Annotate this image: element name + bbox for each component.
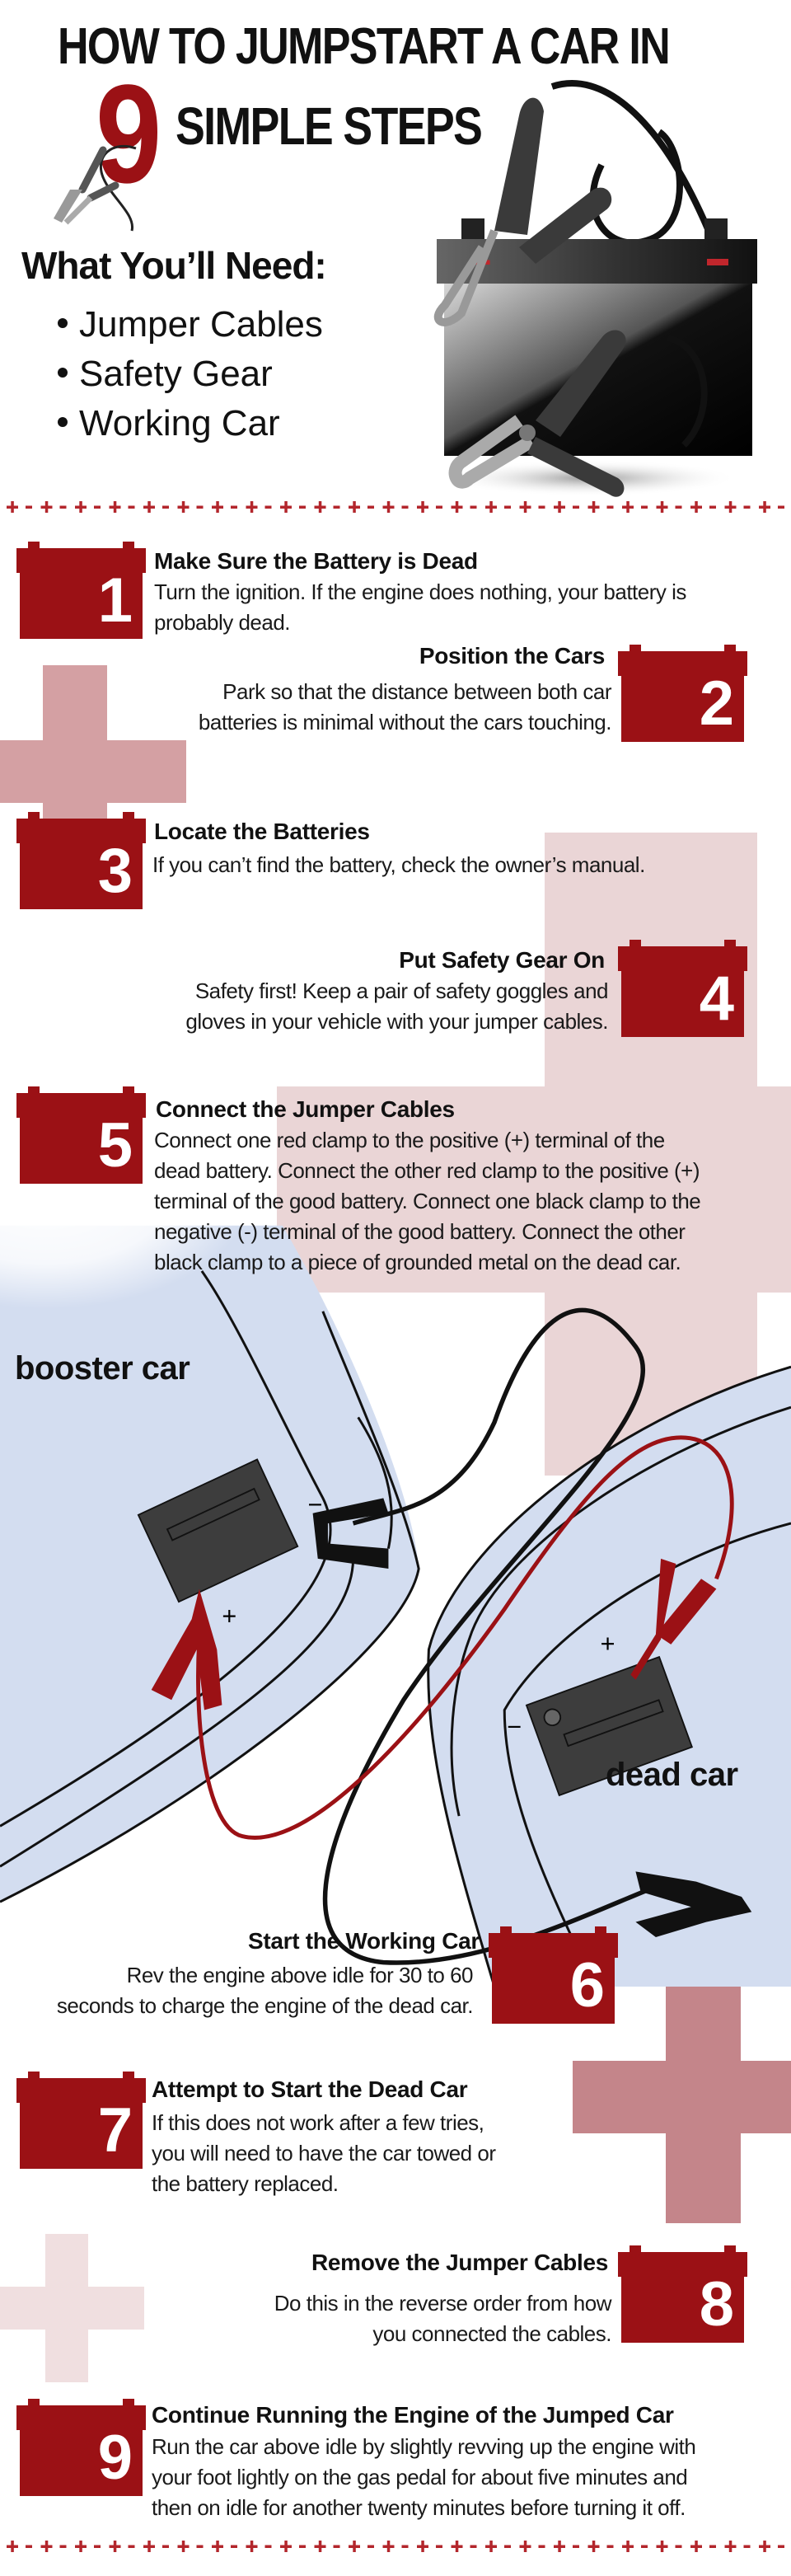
need-item-label: Safety Gear — [79, 354, 273, 394]
step-5-battery-badge: 5 — [16, 1086, 146, 1184]
need-item: Safety Gear — [58, 351, 273, 397]
step-7-battery-badge: 7 — [16, 2072, 146, 2169]
step-3-battery-badge: 3 — [16, 812, 146, 909]
title-line-1: HOW TO JUMPSTART A CAR IN — [58, 18, 671, 75]
step-3-title: Locate the Batteries — [154, 819, 370, 844]
step-9-description: Run the car above idle by slightly revvi… — [152, 2434, 696, 2520]
step-2-description: Park so that the distance between both c… — [198, 679, 612, 734]
step-1-title: Make Sure the Battery is Dead — [154, 548, 478, 574]
cross-decoration-medium-bar — [0, 740, 186, 803]
step-5-description: Connect one red clamp to the positive (+… — [154, 1128, 701, 1274]
bullet-icon — [58, 417, 68, 428]
black-cable — [322, 1307, 657, 1965]
booster-plus-sign: + — [222, 1602, 236, 1630]
jumpstart-diagram: − + + − — [0, 1195, 791, 1987]
step-6-title: Start the Working Car — [247, 1928, 480, 1954]
bullet-icon — [58, 368, 68, 378]
cross-decoration-dark-bar — [573, 2061, 791, 2133]
dead-ground-clamp — [635, 1871, 752, 1937]
step-number: 6 — [569, 1950, 605, 2020]
step-4-title: Put Safety Gear On — [399, 947, 605, 973]
step-5-title: Connect the Jumper Cables — [156, 1096, 455, 1122]
step-number: 4 — [699, 964, 734, 1034]
booster-minus-sign: − — [307, 1491, 322, 1519]
cross-decoration-pale-bar — [0, 2287, 144, 2330]
need-item-label: Working Car — [79, 403, 280, 443]
step-number: 8 — [699, 2269, 734, 2339]
step-number: 7 — [97, 2095, 133, 2165]
step-9-battery-badge: 9 — [16, 2399, 146, 2496]
booster-battery — [137, 1458, 299, 1603]
step-8-title: Remove the Jumper Cables — [311, 2250, 608, 2275]
battery-with-cables-illustration: + — [433, 80, 757, 497]
small-clamp-illustration — [54, 144, 137, 232]
title-number: 9 — [96, 56, 162, 213]
need-item: Working Car — [58, 401, 280, 447]
step-4-battery-badge: 4 — [618, 940, 747, 1037]
step-number: 2 — [699, 669, 734, 739]
dead-minus-sign: − — [507, 1713, 522, 1741]
step-number: 3 — [97, 836, 133, 906]
booster-car-label: booster car — [15, 1350, 190, 1387]
need-item: Jumper Cables — [58, 302, 323, 348]
dead-plus-sign: + — [601, 1630, 615, 1658]
step-number: 9 — [97, 2423, 133, 2493]
step-number: 1 — [97, 565, 133, 636]
step-2-battery-badge: 2 — [618, 645, 747, 742]
dead-battery — [525, 1655, 694, 1797]
bullet-icon — [58, 318, 68, 329]
step-6-battery-badge: 6 — [489, 1926, 618, 2024]
step-1-battery-badge: 1 — [16, 542, 146, 639]
dead-positive-clamp — [630, 1558, 717, 1680]
step-7-title: Attempt to Start the Dead Car — [152, 2076, 468, 2102]
step-1-description: Turn the ignition. If the engine does no… — [154, 579, 686, 635]
step-4-description: Safety first! Keep a pair of safety gogg… — [185, 978, 608, 1034]
booster-negative-clamp — [312, 1498, 389, 1570]
red-cable — [196, 1435, 734, 1840]
step-8-battery-badge: 8 — [618, 2245, 747, 2343]
title-line-2: SIMPLE STEPS — [176, 96, 483, 156]
step-7-description: If this does not work after a few tries,… — [152, 2110, 496, 2196]
step-number: 5 — [97, 1110, 133, 1180]
needs-heading: What You’ll Need: — [21, 244, 327, 287]
battery-minus-sign — [707, 259, 728, 265]
step-3-description: If you can’t find the battery, check the… — [152, 852, 645, 877]
dead-car-label: dead car — [606, 1757, 738, 1793]
step-2-title: Position the Cars — [419, 643, 605, 669]
divider-top — [7, 500, 786, 514]
step-9-title: Continue Running the Engine of the Jumpe… — [152, 2402, 674, 2428]
need-item-label: Jumper Cables — [79, 304, 323, 345]
divider-bottom — [7, 2539, 786, 2554]
booster-positive-clamp — [151, 1588, 222, 1710]
